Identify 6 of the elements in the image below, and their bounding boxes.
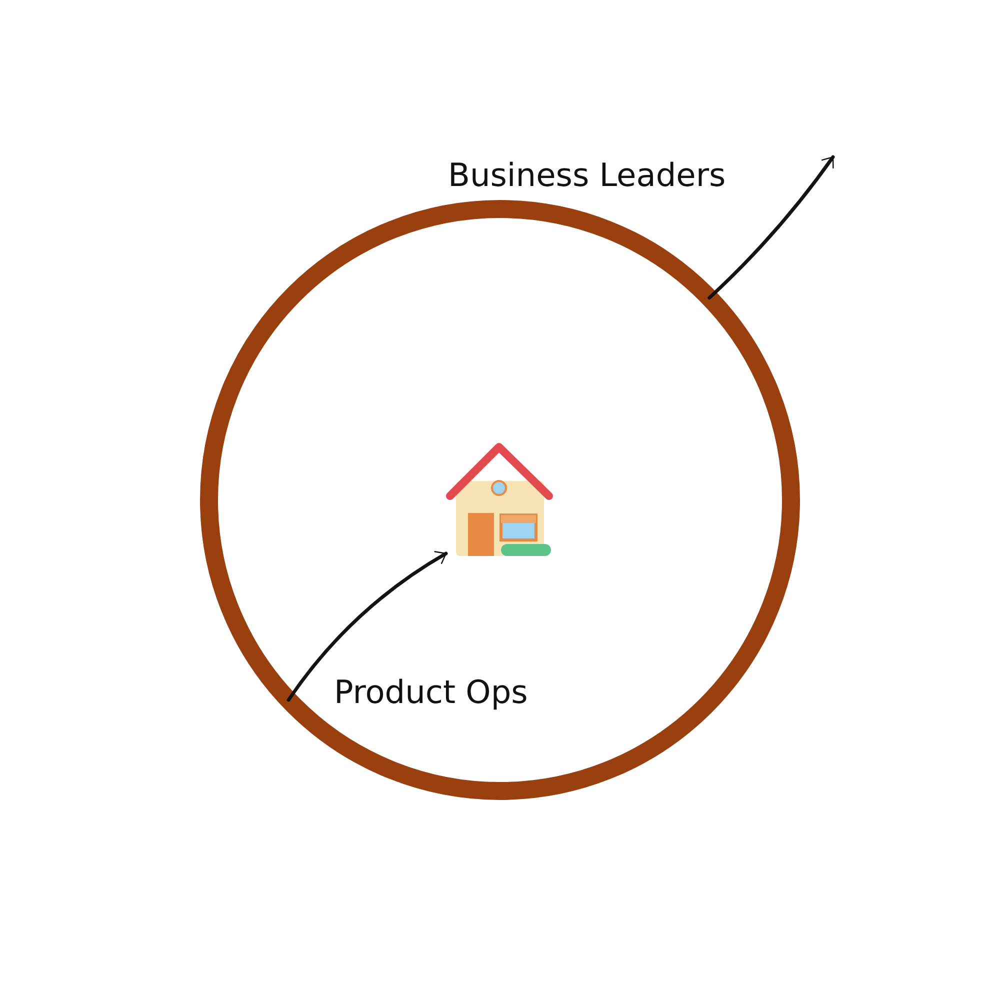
ring [200, 200, 800, 800]
arrow [708, 155, 835, 300]
edge-label: Product Ops [334, 675, 528, 710]
house-icon [446, 443, 553, 557]
edge-label: Business Leaders [448, 158, 726, 194]
arrow [286, 551, 448, 702]
